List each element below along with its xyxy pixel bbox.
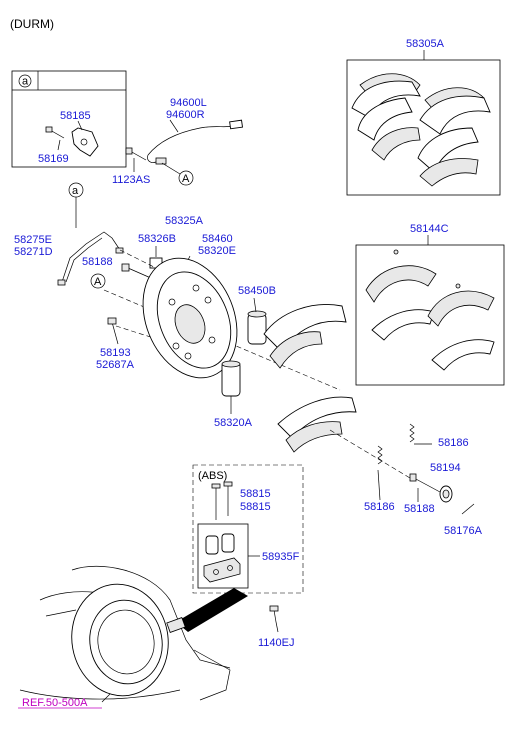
label-58325A[interactable]: 58325A — [165, 215, 204, 227]
label-58815-a[interactable]: 58815 — [240, 488, 271, 500]
label-52687A[interactable]: 52687A — [96, 359, 135, 371]
label-58194[interactable]: 58194 — [430, 462, 461, 474]
label-58815-b[interactable]: 58815 — [240, 501, 271, 513]
ref-label[interactable]: REF.50-500A — [22, 697, 88, 709]
detail-box-a: a — [11, 70, 127, 168]
brake-linings-58144C — [365, 249, 495, 371]
callout-A-top: A — [182, 173, 190, 185]
brake-shoe-lower — [277, 396, 357, 453]
callout-A-circle-top — [178, 170, 194, 186]
label-58144C[interactable]: 58144C — [410, 223, 449, 235]
label-58193[interactable]: 58193 — [100, 347, 131, 359]
shoe-kit-box-58305A — [346, 59, 501, 196]
label-1123AS[interactable]: 1123AS — [112, 174, 150, 186]
label-58188-top[interactable]: 58188 — [82, 256, 113, 268]
diagram-header: (DURM) — [10, 17, 54, 31]
pin-58188-bottom — [409, 473, 441, 502]
backing-plate — [142, 257, 238, 379]
detail-pointer-band — [176, 588, 248, 632]
label-58450B[interactable]: 58450B — [238, 285, 276, 297]
detail-a-circle — [18, 74, 32, 88]
label-58176A[interactable]: 58176A — [444, 525, 483, 537]
label-94600R[interactable]: 94600R — [166, 109, 205, 121]
label-58320E[interactable]: 58320E — [198, 245, 236, 257]
label-58460[interactable]: 58460 — [202, 233, 233, 245]
label-58935F[interactable]: 58935F — [262, 551, 300, 563]
bolt-58193 — [107, 317, 119, 345]
label-58188-bottom[interactable]: 58188 — [404, 503, 435, 515]
adjuster-58194 — [439, 485, 453, 503]
bolt-1123AS — [125, 147, 147, 172]
abs-pins-58815 — [211, 481, 233, 520]
return-springs-58186 — [377, 423, 432, 501]
abs-group-box — [192, 464, 304, 594]
axle-housing — [19, 565, 231, 701]
label-58275E[interactable]: 58275E — [14, 234, 52, 246]
detail-a-letter: a — [22, 76, 29, 88]
callout-a: a — [72, 185, 79, 197]
label-58271D[interactable]: 58271D — [14, 246, 53, 258]
clip-58185-shape — [71, 127, 99, 157]
lining-kit-box-58144C — [355, 244, 505, 386]
brake-tube-58275E — [57, 231, 124, 286]
callout-A-circle-left — [90, 273, 106, 289]
label-1140EJ[interactable]: 1140EJ — [258, 637, 295, 649]
label-58305A[interactable]: 58305A — [406, 38, 445, 50]
bolt-1140EJ — [269, 605, 279, 633]
label-94600L[interactable]: 94600L — [170, 97, 207, 109]
label-58320A[interactable]: 58320A — [214, 417, 253, 429]
label-58326B[interactable]: 58326B — [138, 233, 176, 245]
brake-shoe-upper — [263, 304, 347, 369]
wheel-cylinder-58320A — [221, 360, 241, 414]
brake-shoes-kit-58305A — [351, 73, 491, 187]
abs-label: (ABS) — [198, 470, 227, 482]
callout-A-left: A — [94, 276, 102, 288]
label-58186-right[interactable]: 58186 — [438, 437, 469, 449]
pin-58176A — [461, 503, 475, 515]
label-58186-left[interactable]: 58186 — [364, 501, 395, 513]
label-58169[interactable]: 58169 — [38, 153, 69, 165]
label-58185[interactable]: 58185 — [60, 110, 91, 122]
wheel-speed-sensor — [147, 119, 244, 165]
wheel-cylinder-58450B — [247, 297, 267, 345]
abs-bracket-58935F — [203, 533, 241, 583]
